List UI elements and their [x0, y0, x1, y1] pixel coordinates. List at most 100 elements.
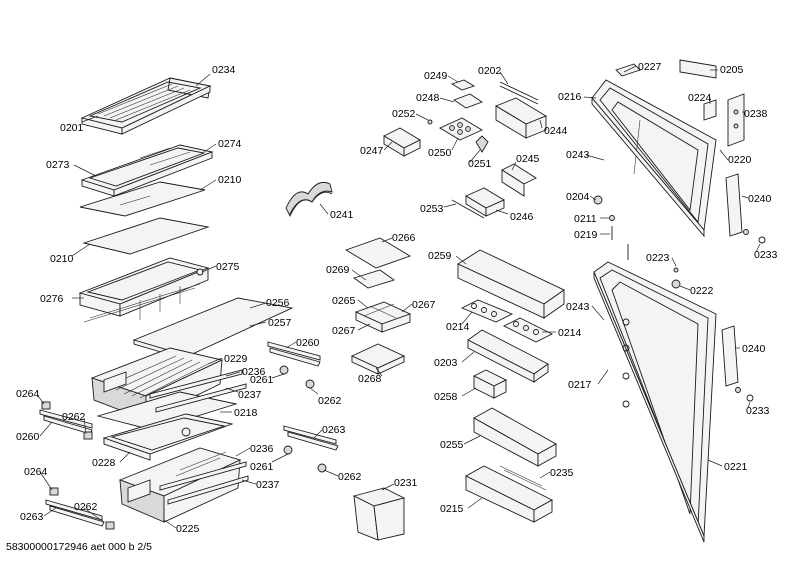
label-0204: 0204: [566, 191, 590, 203]
label-0223: 0223: [646, 252, 670, 264]
label-0210-lower: 0210: [50, 253, 74, 265]
part-0210-glass-upper: [79, 181, 206, 217]
label-0240-lower: 0240: [742, 343, 766, 355]
label-0229: 0229: [224, 353, 248, 365]
label-0264-upper: 0264: [16, 388, 40, 400]
label-0243-lower: 0243: [566, 301, 590, 313]
label-0248: 0248: [416, 92, 440, 104]
part-rails: [39, 341, 339, 530]
part-0224-cover: [703, 99, 717, 121]
part-0245-holder: [501, 163, 537, 197]
part-0250-egg-insert: [427, 117, 483, 141]
label-0241: 0241: [330, 209, 354, 221]
label-0219: 0219: [574, 229, 598, 241]
label-0276: 0276: [40, 293, 64, 305]
label-0247: 0247: [360, 145, 384, 157]
part-0210-glass-lower: [82, 217, 210, 255]
label-0262-upper-left: 0262: [62, 411, 86, 423]
label-0252: 0252: [392, 108, 416, 120]
label-0224: 0224: [688, 92, 712, 104]
label-0205: 0205: [720, 64, 744, 76]
label-0259: 0259: [428, 250, 452, 262]
label-0234: 0234: [212, 64, 236, 76]
part-0202-bar: [499, 81, 539, 105]
part-0244-tray: [494, 97, 548, 139]
label-0215: 0215: [440, 503, 464, 515]
part-0240-handle-top: [725, 173, 743, 237]
label-0263-left: 0263: [20, 511, 44, 523]
label-0267-right: 0267: [412, 299, 436, 311]
part-0203-door-shelf: [467, 329, 549, 383]
label-0217: 0217: [568, 379, 592, 391]
part-0258-box: [472, 369, 508, 399]
label-0238: 0238: [744, 108, 768, 120]
label-0253: 0253: [420, 203, 444, 215]
label-0202: 0202: [478, 65, 502, 77]
label-0228: 0228: [92, 457, 116, 469]
label-0266: 0266: [392, 232, 416, 244]
label-0261-lower: 0261: [250, 461, 274, 473]
label-0262-lower-right: 0262: [338, 471, 362, 483]
part-0231-box: [352, 487, 406, 541]
label-0257: 0257: [268, 317, 292, 329]
label-0269: 0269: [326, 264, 350, 276]
part-0247-holder: [383, 127, 421, 157]
label-0216: 0216: [558, 91, 582, 103]
label-0273: 0273: [46, 159, 70, 171]
part-0216-freezer-door: [591, 79, 717, 238]
label-0245: 0245: [516, 153, 540, 165]
label-0236-upper: 0236: [242, 366, 266, 378]
part-0228-drawer-frame: [102, 413, 234, 461]
label-0244: 0244: [544, 125, 568, 137]
label-0261-upper: 0261: [250, 374, 274, 386]
label-0260-right: 0260: [296, 337, 320, 349]
label-0264-lower: 0264: [24, 466, 48, 478]
document-code: 58300000172946 aet 000 b 2/5: [6, 541, 152, 553]
label-0274: 0274: [218, 138, 242, 150]
label-0250: 0250: [428, 147, 452, 159]
label-0263-right: 0263: [322, 424, 346, 436]
label-0220: 0220: [728, 154, 752, 166]
part-0268-small-tray: [350, 343, 406, 375]
part-0251-clip: [475, 135, 489, 153]
label-0210-upper: 0210: [218, 174, 242, 186]
label-0221: 0221: [724, 461, 748, 473]
part-0241-wine-rack: [285, 181, 333, 218]
label-0237-lower: 0237: [256, 479, 280, 491]
label-0262-upper-right: 0262: [318, 395, 342, 407]
part-0249-0248: [450, 79, 483, 109]
part-labels: 0234 0201 0274 0273 0210 0210 0275 0276 …: [16, 61, 778, 535]
label-0262-lower-left: 0262: [74, 501, 98, 513]
part-0246-box: [465, 187, 505, 217]
label-0275: 0275: [216, 261, 240, 273]
part-0234-rack: [80, 77, 212, 135]
part-0214-egg-tray-b: [502, 317, 554, 343]
label-0235: 0235: [550, 467, 574, 479]
part-0214-egg-tray-a: [460, 299, 514, 323]
label-0222: 0222: [690, 285, 714, 297]
leader-lines: [37, 65, 761, 529]
label-0260-left: 0260: [16, 431, 40, 443]
part-0269-panel: [352, 269, 396, 289]
label-0240-upper: 0240: [748, 193, 772, 205]
label-0233-lower: 0233: [746, 405, 770, 417]
label-0251: 0251: [468, 158, 492, 170]
part-0253-rod: [451, 199, 485, 219]
label-0211: 0211: [574, 213, 597, 225]
part-0217-fridge-door: [593, 261, 717, 543]
part-0205-0227-trim: [615, 59, 717, 79]
label-0243-upper: 0243: [566, 149, 590, 161]
label-0236-lower: 0236: [250, 443, 274, 455]
label-0237-upper: 0237: [238, 389, 262, 401]
label-0265: 0265: [332, 295, 356, 307]
part-0240-handle-bottom: [721, 325, 739, 387]
label-0267-left: 0267: [332, 325, 356, 337]
part-0215-door-bin: [465, 465, 553, 523]
part-0265-divider-box: [354, 301, 412, 333]
label-0214-left: 0214: [446, 321, 470, 333]
label-0218: 0218: [234, 407, 258, 419]
label-0231: 0231: [394, 477, 418, 489]
label-0268: 0268: [358, 373, 382, 385]
part-0218-tray: [96, 391, 238, 431]
label-0256: 0256: [266, 297, 290, 309]
